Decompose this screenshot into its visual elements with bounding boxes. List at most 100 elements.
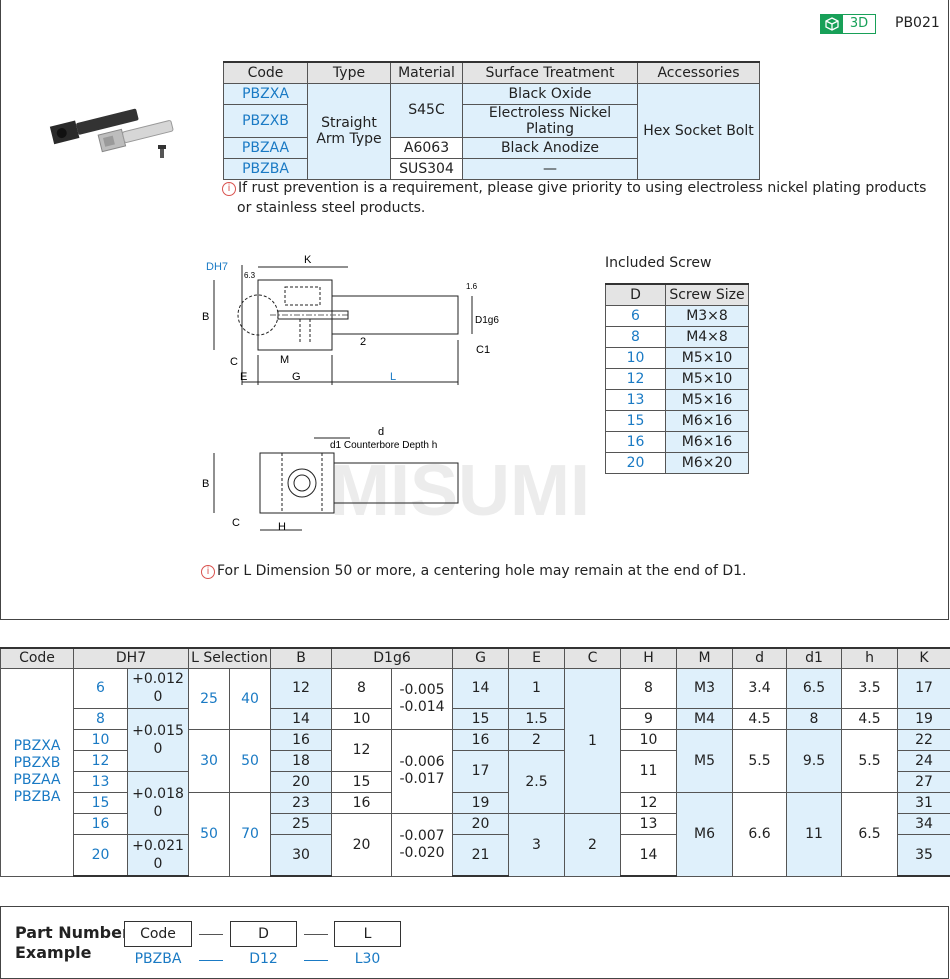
screw-size: M6×16 [665, 430, 749, 453]
D1-value: 12 [331, 728, 392, 772]
code-link[interactable]: PBZXA [223, 82, 308, 105]
col-screw-size: Screw Size [665, 283, 749, 306]
B-value: 20 [270, 770, 332, 793]
roughness-16: 1.6 [466, 282, 478, 291]
D-value: 10 [73, 728, 128, 751]
separator-dash [304, 934, 328, 935]
code-link[interactable]: PBZXB [223, 103, 308, 138]
code-link[interactable]: PBZBA [223, 157, 308, 180]
screw-size: M5×16 [665, 388, 749, 411]
E-value: 1.5 [508, 707, 566, 730]
B-value: 12 [270, 667, 332, 709]
screw-d: 16 [605, 430, 666, 453]
screw-size: M5×10 [665, 367, 749, 390]
example-dash [199, 960, 223, 961]
dim-B: B [202, 311, 209, 323]
example-code: PBZBA [134, 951, 182, 967]
dim-C1: C1 [476, 344, 490, 356]
col-DH7: DH7 [73, 647, 189, 669]
product-overview-panel [0, 0, 949, 620]
C-value: 2 [564, 812, 622, 877]
col-type: Type [307, 61, 391, 84]
L-sel-max: 40 [229, 667, 271, 730]
d-value: 4.5 [732, 707, 788, 730]
code-link[interactable]: PBZAA [13, 772, 61, 788]
code-link[interactable]: PBZAA [223, 136, 308, 159]
d1-value: 8 [786, 707, 843, 730]
screw-size: M6×20 [665, 451, 749, 474]
D-tolerance: +0.015 0 [127, 707, 189, 772]
H-value: 12 [620, 791, 678, 814]
screw-size: M5×10 [665, 346, 749, 369]
B-value: 23 [270, 791, 332, 814]
col-D1g6: D1g6 [330, 647, 454, 669]
type-cell: Straight Arm Type [307, 82, 391, 180]
d1-value: 11 [786, 791, 843, 877]
screw-size: M4×8 [665, 325, 749, 348]
K-value: 27 [897, 770, 950, 793]
dim-DH7: DH7 [206, 261, 228, 273]
col-G: G [452, 647, 510, 669]
L-sel-min: 50 [188, 791, 230, 877]
M-value: M4 [676, 707, 734, 730]
screw-size: M6×16 [665, 409, 749, 432]
3d-view-button[interactable]: 3D [820, 14, 876, 34]
treatment-cell: Black Oxide [462, 82, 638, 105]
watermark: MISUMI [330, 451, 590, 531]
D-tolerance: +0.021 0 [127, 833, 189, 877]
screw-size: M3×8 [665, 304, 749, 327]
d-value: 3.4 [732, 667, 788, 709]
product-photo [40, 90, 180, 169]
B-value: 14 [270, 707, 332, 730]
rust-note-line-1: If rust prevention is a requirement, ple… [238, 180, 927, 196]
D-value: 15 [73, 791, 128, 814]
type-line-2: Arm Type [316, 131, 382, 147]
example-d: D12 [249, 951, 278, 967]
3d-label: 3D [849, 16, 869, 31]
B-value: 25 [270, 812, 332, 835]
L-sel-min: 30 [188, 728, 230, 793]
example-dash [304, 960, 328, 961]
E-value: 3 [508, 812, 566, 877]
technical-drawing: MISUMI K DH7 B C M E G L [190, 245, 590, 549]
cube-icon [821, 15, 843, 33]
dim-2: 2 [360, 336, 366, 348]
treatment-cell: — [462, 157, 638, 180]
h-value: 6.5 [841, 791, 899, 877]
col-d: D [605, 283, 666, 306]
counterbore-label: d1 Counterbore Depth h [330, 440, 437, 451]
dim-d: d [378, 426, 384, 438]
d1-value: 6.5 [786, 667, 843, 709]
code-link[interactable]: PBZXB [13, 755, 61, 771]
screw-d: 8 [605, 325, 666, 348]
h-value: 5.5 [841, 728, 899, 793]
G-value: 19 [452, 791, 510, 814]
L-sel-max: 70 [229, 791, 271, 877]
code-link[interactable]: PBZBA [13, 789, 61, 805]
col-d: d [732, 647, 788, 669]
code-list-cell: PBZXA PBZXB PBZAA PBZBA [0, 667, 74, 877]
example-l: L30 [354, 951, 381, 967]
col-E: E [508, 647, 566, 669]
dim-M: M [280, 354, 289, 366]
K-value: 31 [897, 791, 950, 814]
D-value: 16 [73, 812, 128, 835]
D1-value: 16 [331, 791, 392, 814]
centering-note-text: For L Dimension 50 or more, a centering … [217, 563, 747, 579]
M-value: M6 [676, 791, 734, 877]
col-H: H [620, 647, 678, 669]
part-number-title-line-2: Example [15, 943, 92, 962]
D1-value: 15 [331, 770, 392, 793]
col-material: Material [390, 61, 463, 84]
d-value: 6.6 [732, 791, 788, 877]
D-value: 8 [73, 707, 128, 730]
D-value: 20 [73, 833, 128, 877]
code-link[interactable]: PBZXA [13, 738, 61, 754]
E-value: 1 [508, 667, 566, 709]
col-d1: d1 [786, 647, 843, 669]
G-value: 16 [452, 728, 510, 751]
D1-value: 8 [331, 667, 392, 709]
D-tolerance: +0.018 0 [127, 770, 189, 835]
